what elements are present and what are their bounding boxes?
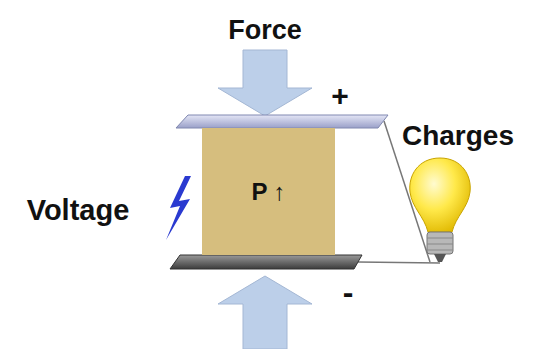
polarization-label: P ↑ (251, 178, 285, 206)
light-bulb (410, 158, 471, 262)
lightning-bolt (166, 176, 191, 240)
force-label: Force (228, 15, 302, 46)
top-electrode (176, 115, 388, 128)
polarity-sign: - (343, 274, 354, 311)
bottom-electrode (170, 255, 362, 269)
wire (358, 262, 440, 263)
force-arrow-up (218, 276, 312, 349)
charges-label: Charges (402, 120, 514, 152)
polarity-sign: + (331, 79, 349, 113)
voltage-label: Voltage (27, 194, 130, 227)
force-arrow-down (218, 50, 312, 116)
piezo-crystal: P ↑ (202, 128, 335, 255)
